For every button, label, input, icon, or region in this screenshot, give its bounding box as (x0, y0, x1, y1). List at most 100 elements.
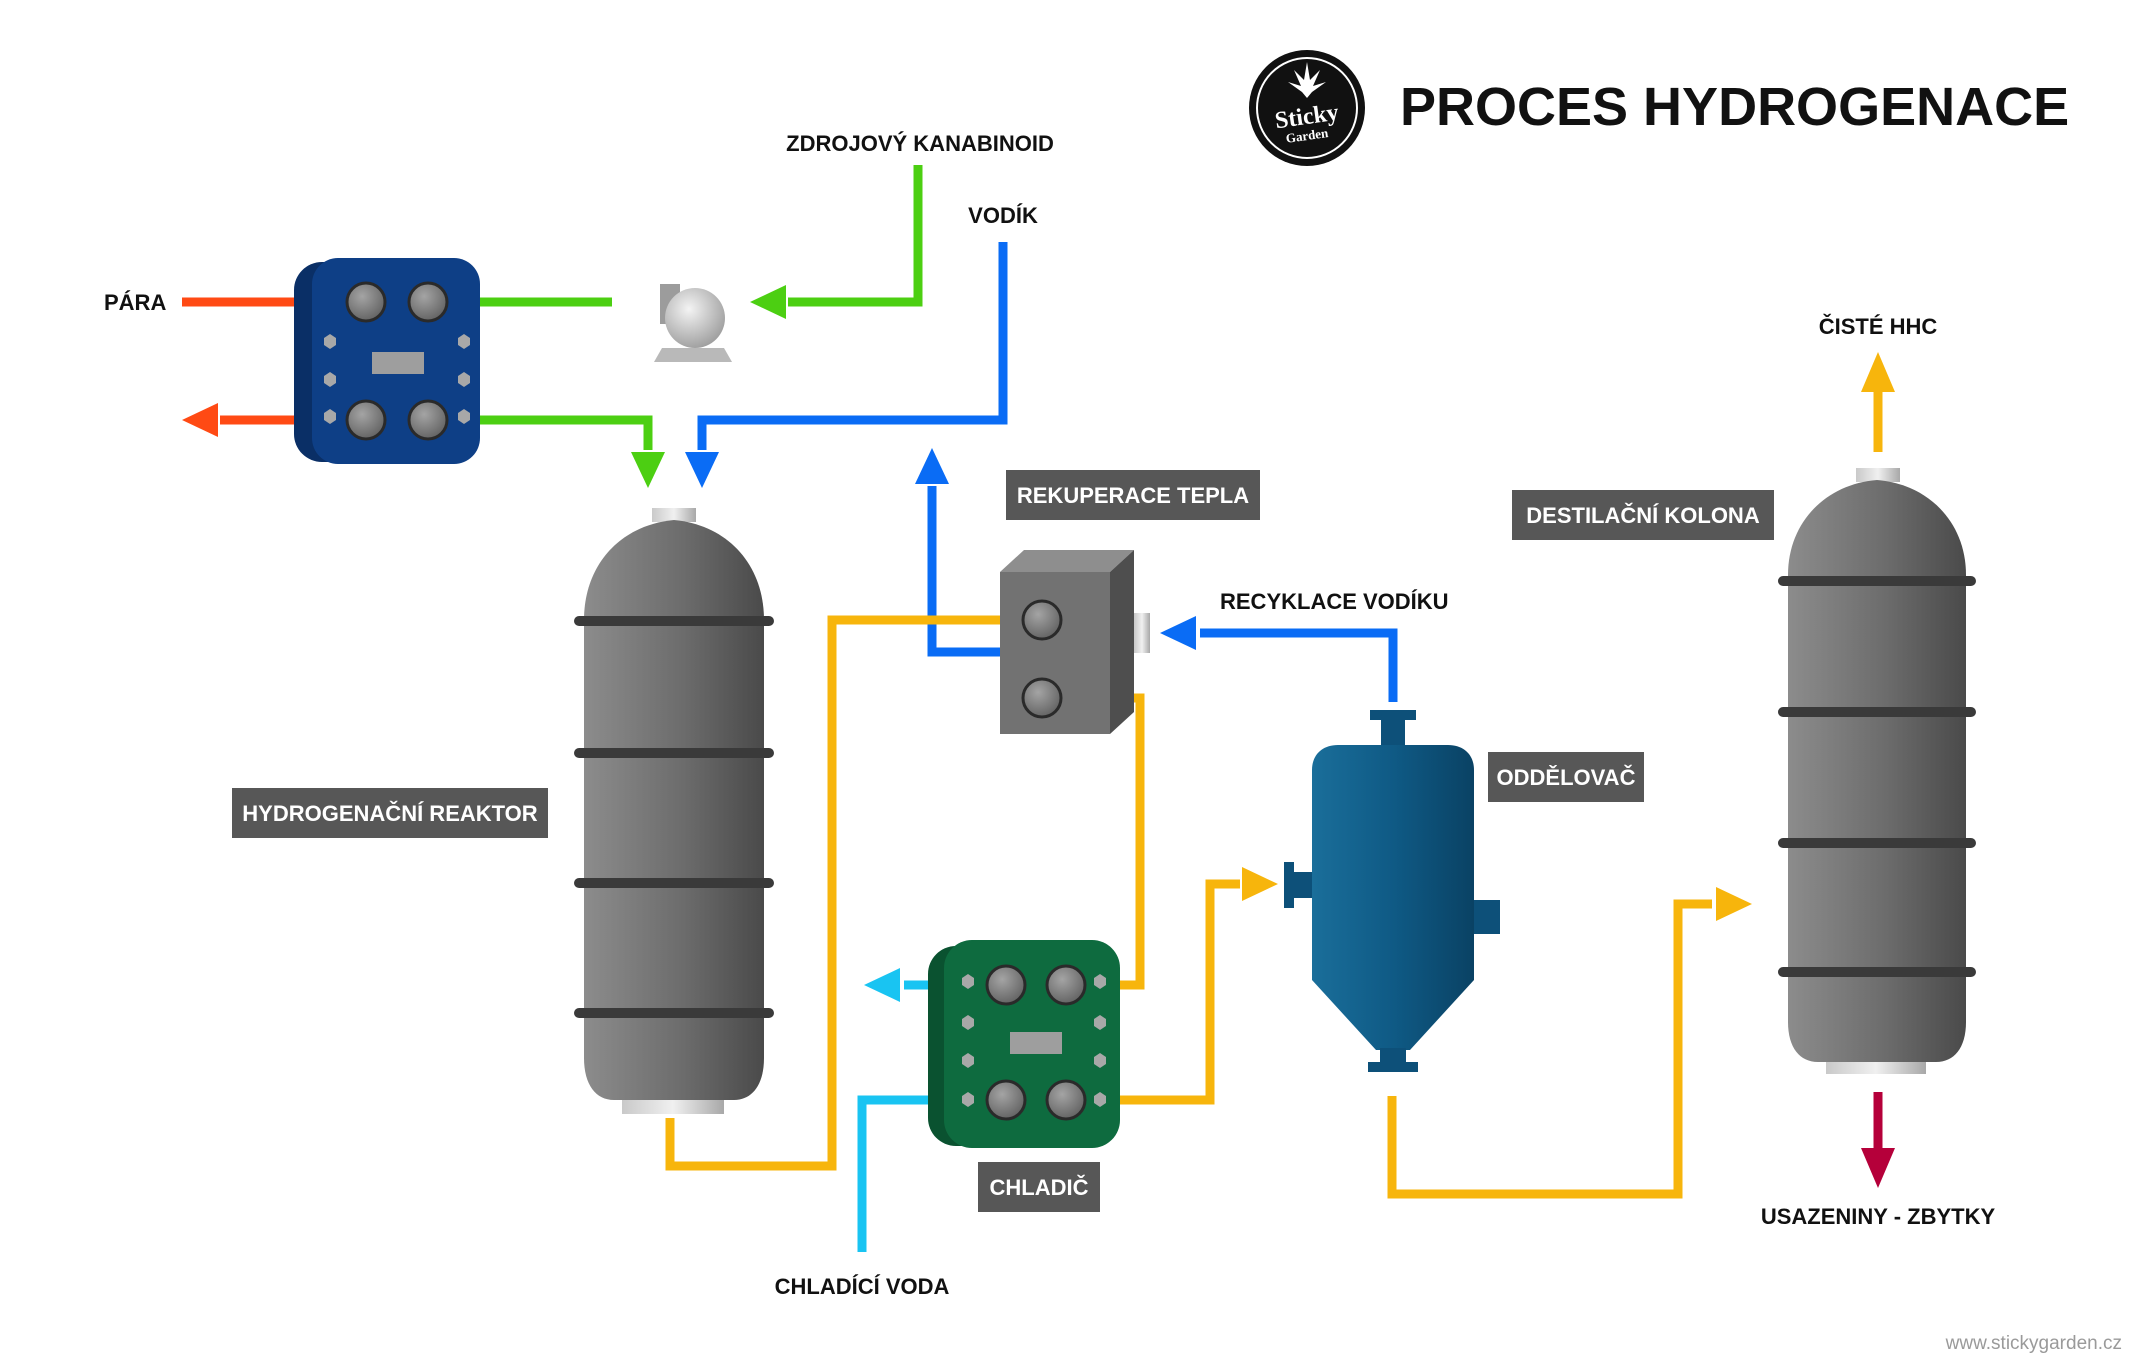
column-band (1778, 576, 1976, 586)
column-label: DESTILAČNÍ KOLONA (1526, 503, 1760, 528)
feed-pump (654, 284, 732, 362)
heater-nameplate (372, 352, 424, 374)
heat-recovery-top-face (1000, 550, 1134, 572)
heater-port-feed-out (407, 399, 449, 441)
hydrogen-pipe-in (697, 242, 1008, 450)
hydrogen-arrowhead-up (915, 448, 949, 484)
cooler-outlet-pipe (1062, 879, 1240, 1105)
feed-arrowhead-reactor (631, 452, 665, 488)
heater-bolt (324, 409, 336, 424)
heater-port-feed-in (407, 281, 449, 323)
heat-recovery-label-box (1006, 470, 1260, 520)
cooler-bolt (1094, 974, 1106, 989)
heat-recovery-side-face (1110, 550, 1134, 734)
cooler-bolt (962, 1015, 974, 1030)
website-url: www.stickygarden.cz (1945, 1333, 2122, 1354)
cooler-nameplate (1010, 1032, 1062, 1054)
hydrogen-recycle-pipe (1200, 628, 1398, 702)
hydrogen-pipe-heat-recovery (927, 486, 1032, 657)
reactor-shell (584, 520, 764, 1100)
column-top-nozzle (1856, 468, 1900, 482)
leaf-icon (1288, 62, 1326, 98)
product-arrowhead (1861, 352, 1895, 392)
hydrogen-label: VODÍK (968, 203, 1038, 228)
separator-top-flange (1370, 710, 1416, 720)
heat-recovery-port-out (1021, 677, 1063, 719)
heat-recovery-port-in (1021, 599, 1063, 641)
hydrogen-arrowhead-reactor (685, 452, 719, 488)
heater-port-steam-in (345, 281, 387, 323)
cooler-label: CHLADIČ (990, 1175, 1089, 1200)
cooling-water-label: CHLADÍCÍ VODA (775, 1274, 950, 1299)
source-cannabinoid-label: ZDROJOVÝ KANABINOID (786, 131, 1054, 156)
column-label-box (1512, 490, 1774, 540)
separator-side-nozzle (1470, 900, 1500, 934)
cooler-bolt (962, 1092, 974, 1107)
reactor-band (574, 878, 774, 888)
reactor-label-box (232, 788, 548, 838)
steam-label: PÁRA (104, 290, 166, 315)
heat-recovery-side-nozzle (1134, 613, 1150, 653)
heater-bolt (458, 409, 470, 424)
cooler-bolt (1094, 1092, 1106, 1107)
cooler-exchanger (928, 940, 1120, 1148)
steam-heat-exchanger (294, 258, 480, 464)
heater-bolt (324, 334, 336, 349)
hydrogen-recycle-arrowhead (1160, 616, 1196, 650)
cooler-port-water-out (985, 964, 1027, 1006)
logo-disc (1249, 50, 1365, 166)
reactor-top-nozzle (652, 508, 696, 522)
cooler-bolt (1094, 1053, 1106, 1068)
distillation-column (1778, 468, 1976, 1074)
cooler-port-process-out (1045, 1079, 1087, 1121)
feed-pipe-source (788, 165, 923, 307)
reactor-band (574, 1008, 774, 1018)
heat-recovery-label: REKUPERACE TEPLA (1017, 483, 1249, 508)
heat-recovery-unit (1000, 550, 1150, 734)
reactor-label: HYDROGENAČNÍ REAKTOR (242, 801, 538, 826)
hydrogenation-reactor (574, 508, 774, 1114)
page-title: PROCES HYDROGENACE (1400, 77, 2069, 137)
reactor-band (574, 616, 774, 626)
heater-port-steam-out (345, 399, 387, 441)
separator-inlet-flange (1284, 862, 1294, 908)
cooler-bolt (962, 1053, 974, 1068)
logo-text-line2: Garden (1285, 125, 1330, 146)
separator-label: ODDĚLOVAČ (1497, 765, 1636, 790)
cooling-water-outlet-arrowhead (864, 968, 900, 1002)
column-band (1778, 838, 1976, 848)
pump-housing (665, 288, 725, 348)
residue-arrowhead (1861, 1148, 1895, 1188)
separator-inlet-arrowhead (1242, 867, 1278, 901)
heater-bolt (458, 334, 470, 349)
reactor-band (574, 748, 774, 758)
product-label: ČISTÉ HHC (1819, 314, 1938, 339)
steam-outlet-arrowhead (182, 403, 218, 437)
reactor-outlet-pipe (665, 615, 1000, 1171)
separator-drain-pipe (1380, 1048, 1406, 1066)
residue-label: USAZENINY - ZBYTKY (1761, 1204, 1996, 1229)
brand-logo: Sticky Garden (1249, 50, 1365, 166)
cooler-port-process-in (1045, 964, 1087, 1006)
cooler-bolt (1094, 1015, 1106, 1030)
column-inlet-arrowhead (1716, 887, 1752, 921)
separator-label-box (1488, 752, 1644, 802)
hydrogen-recycle-label: RECYKLACE VODÍKU (1220, 589, 1449, 614)
cooler-bolt (962, 974, 974, 989)
separator-shell (1312, 745, 1474, 1050)
separator-vessel (1284, 710, 1500, 1072)
separator-drain-flange (1368, 1062, 1418, 1072)
reactor-bottom-nozzle (622, 1098, 724, 1114)
column-shell (1788, 480, 1966, 1062)
logo-ring (1256, 57, 1358, 159)
separator-outlet-pipe (1387, 899, 1712, 1199)
feed-arrowhead-pump (750, 285, 786, 319)
cooler-label-box (978, 1162, 1100, 1212)
column-band (1778, 707, 1976, 717)
pump-base (654, 348, 732, 362)
feed-pipe-to-reactor (428, 415, 653, 450)
column-band (1778, 967, 1976, 977)
cooler-port-water-in (985, 1079, 1027, 1121)
heater-bolt (324, 372, 336, 387)
